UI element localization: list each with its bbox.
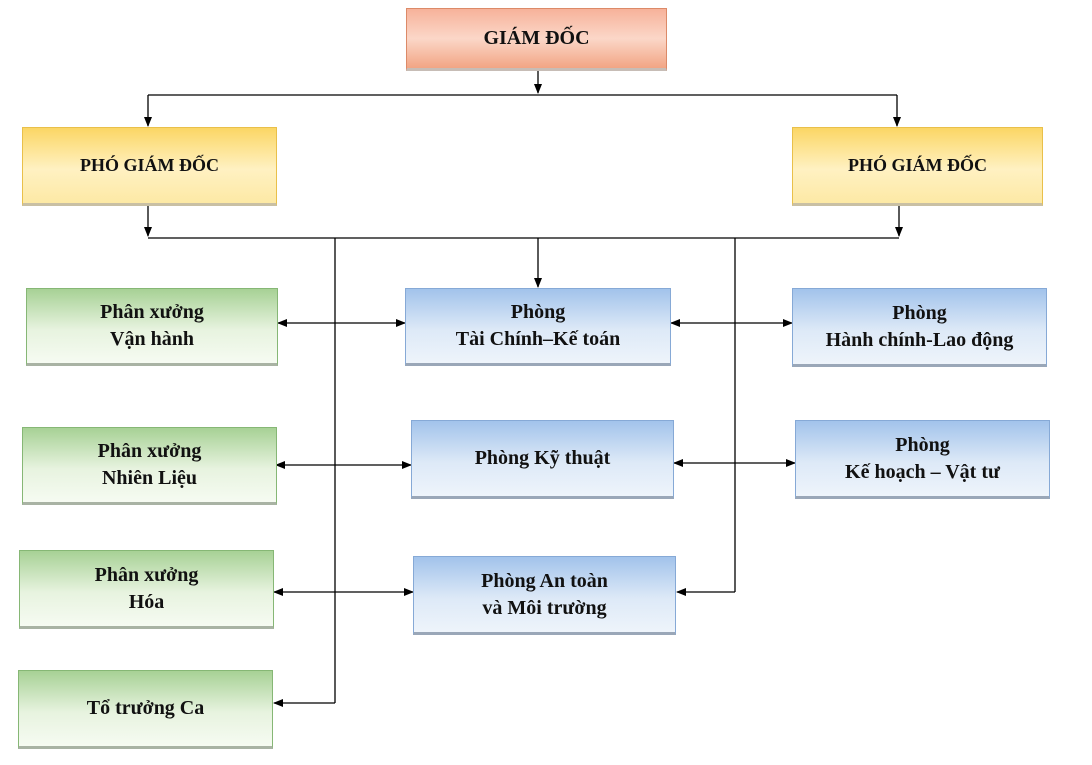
workshop-fuel-line1: Phân xưởng xyxy=(97,440,202,462)
workshop-operation-line1: Phân xưởng xyxy=(100,301,204,323)
planning-line2: Kế hoạch – Vật tư xyxy=(845,460,1000,483)
admin-department-box: Phòng Hành chính-Lao động xyxy=(792,288,1047,367)
finance-department-box: Phòng Tài Chính–Kế toán xyxy=(405,288,671,366)
safety-line1: Phòng An toàn xyxy=(481,569,608,592)
team-leader-label: Tổ trưởng Ca xyxy=(86,697,205,719)
workshop-fuel-line2: Nhiên Liệu xyxy=(101,467,198,489)
deputy-director-right-box: PHÓ GIÁM ĐỐC xyxy=(792,127,1043,206)
deputy-director-right-label: PHÓ GIÁM ĐỐC xyxy=(848,155,987,175)
team-leader-box: Tổ trưởng Ca xyxy=(18,670,273,749)
workshop-chemistry-line2: Hóa xyxy=(128,590,165,613)
admin-line2: Hành chính-Lao động xyxy=(825,328,1014,351)
workshop-fuel-box: Phân xưởng Nhiên Liệu xyxy=(22,427,277,505)
planning-line1: Phòng xyxy=(895,433,950,456)
workshop-operation-box: Phân xưởng Vận hành xyxy=(26,288,278,366)
safety-line2: và Môi trường xyxy=(482,596,607,619)
workshop-operation-line2: Vận hành xyxy=(110,328,194,350)
finance-line1: Phòng xyxy=(510,301,566,323)
workshop-chemistry-line1: Phân xưởng xyxy=(94,563,199,586)
technical-label: Phòng Kỹ thuật xyxy=(474,447,611,469)
planning-department-box: Phòng Kế hoạch – Vật tư xyxy=(795,420,1050,499)
deputy-director-left-label: PHÓ GIÁM ĐỐC xyxy=(80,155,219,175)
admin-line1: Phòng xyxy=(892,301,947,324)
workshop-chemistry-box: Phân xưởng Hóa xyxy=(19,550,274,629)
director-box: GIÁM ĐỐC xyxy=(406,8,667,71)
safety-department-box: Phòng An toàn và Môi trường xyxy=(413,556,676,635)
deputy-director-left-box: PHÓ GIÁM ĐỐC xyxy=(22,127,277,206)
director-label: GIÁM ĐỐC xyxy=(483,27,590,49)
technical-department-box: Phòng Kỹ thuật xyxy=(411,420,674,499)
finance-line2: Tài Chính–Kế toán xyxy=(455,328,621,350)
